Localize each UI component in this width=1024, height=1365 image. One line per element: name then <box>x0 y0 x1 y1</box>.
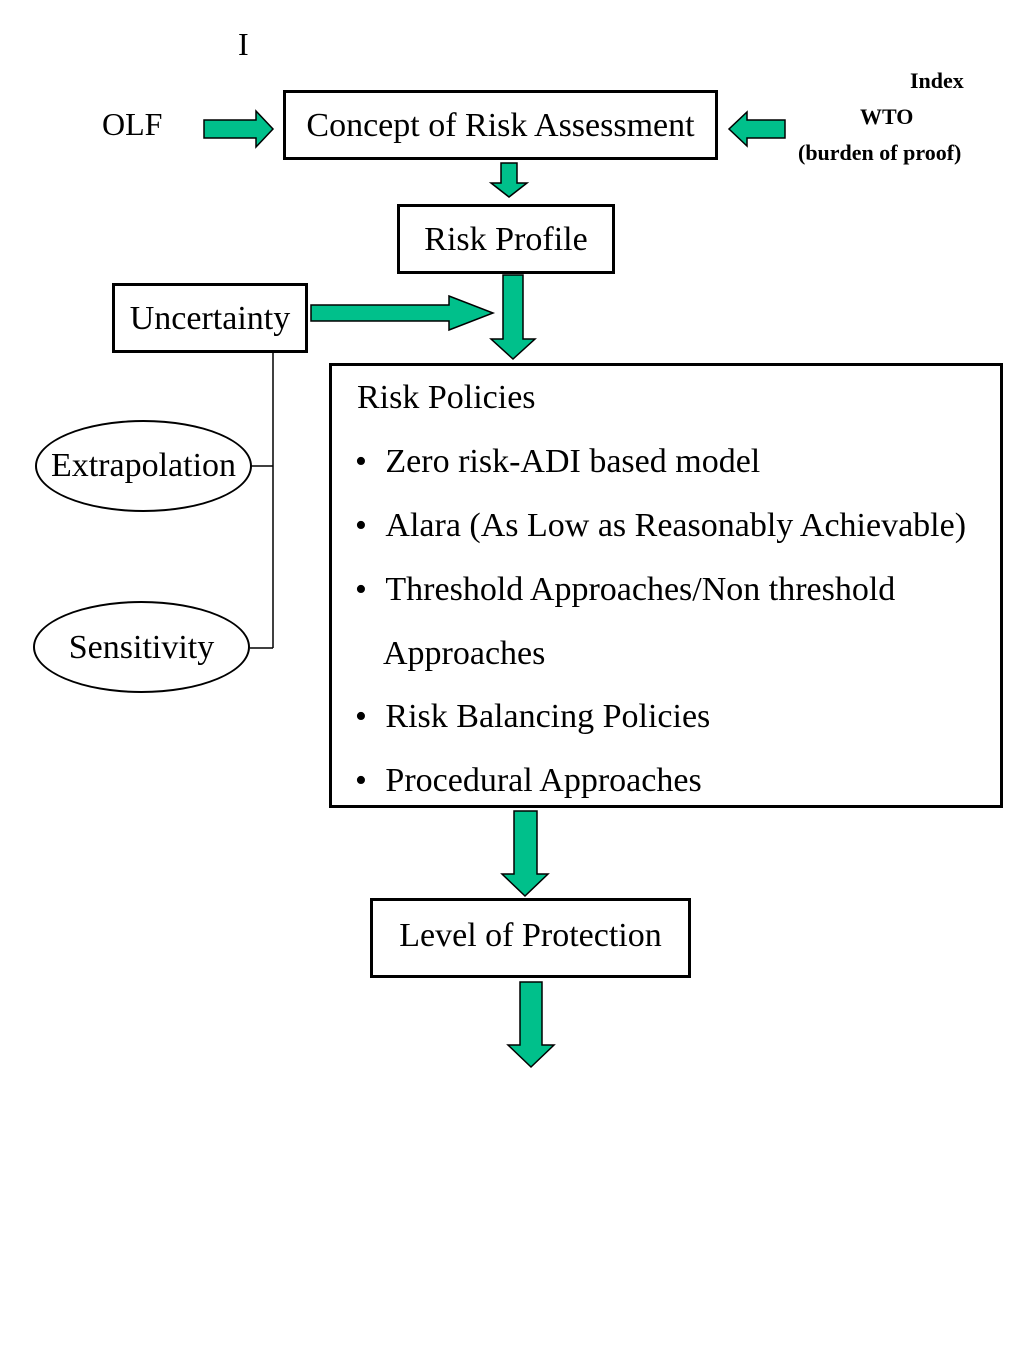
level-of-protection-label: Level of Protection <box>399 917 662 954</box>
risk-policies-box: Risk Policies • Zero risk-ADI based mode… <box>329 363 1003 808</box>
extrapolation-ellipse: Extrapolation <box>35 420 252 512</box>
concept-label: Concept of Risk Assessment <box>306 107 695 144</box>
olf-label: OLF <box>102 106 163 142</box>
policy-item: • Alara (As Low as Reasonably Achievable… <box>355 509 966 543</box>
policy-item-text: Threshold Approaches/Non threshold <box>385 571 896 608</box>
concept-to-profile-arrow <box>488 162 530 198</box>
uncertainty-box: Uncertainty <box>112 283 308 353</box>
index-label: Index <box>910 68 964 93</box>
policy-item: • Procedural Approaches <box>355 764 702 798</box>
extrapolation-label: Extrapolation <box>50 447 237 484</box>
profile-to-policies-arrow <box>489 274 537 361</box>
bullet-icon: • <box>355 698 367 735</box>
policy-item-text: Alara (As Low as Reasonably Achievable) <box>385 507 967 544</box>
burden-of-proof-label: (burden of proof) <box>798 140 962 165</box>
policy-item-continuation: Approaches <box>383 635 546 672</box>
bullet-icon: • <box>355 571 367 608</box>
policy-item-text: Zero risk-ADI based model <box>385 443 761 480</box>
policy-item: • Risk Balancing Policies <box>355 700 710 734</box>
wto-to-concept-arrow <box>727 110 786 148</box>
risk-profile-label: Risk Profile <box>424 221 588 258</box>
marker-label: I <box>238 26 249 62</box>
uncertainty-to-flow-arrow <box>310 294 496 332</box>
sensitivity-ellipse: Sensitivity <box>33 601 250 693</box>
bullet-icon: • <box>355 762 367 799</box>
risk-policies-title: Risk Policies <box>357 379 536 416</box>
concept-box: Concept of Risk Assessment <box>283 90 718 160</box>
bullet-icon: • <box>355 443 367 480</box>
policies-to-protection-arrow <box>500 810 550 898</box>
sensitivity-label: Sensitivity <box>68 629 215 666</box>
level-of-protection-box: Level of Protection <box>370 898 691 978</box>
bullet-icon: • <box>355 507 367 544</box>
policy-item: • Zero risk-ADI based model <box>355 445 760 479</box>
policy-item: • Threshold Approaches/Non threshold <box>355 573 895 607</box>
uncertainty-label: Uncertainty <box>129 300 291 337</box>
olf-to-concept-arrow <box>203 109 275 149</box>
protection-output-arrow <box>506 981 556 1069</box>
wto-label: WTO <box>860 104 914 129</box>
risk-profile-box: Risk Profile <box>397 204 615 274</box>
policy-item-text: Procedural Approaches <box>385 762 702 799</box>
policy-item-text: Risk Balancing Policies <box>385 698 711 735</box>
